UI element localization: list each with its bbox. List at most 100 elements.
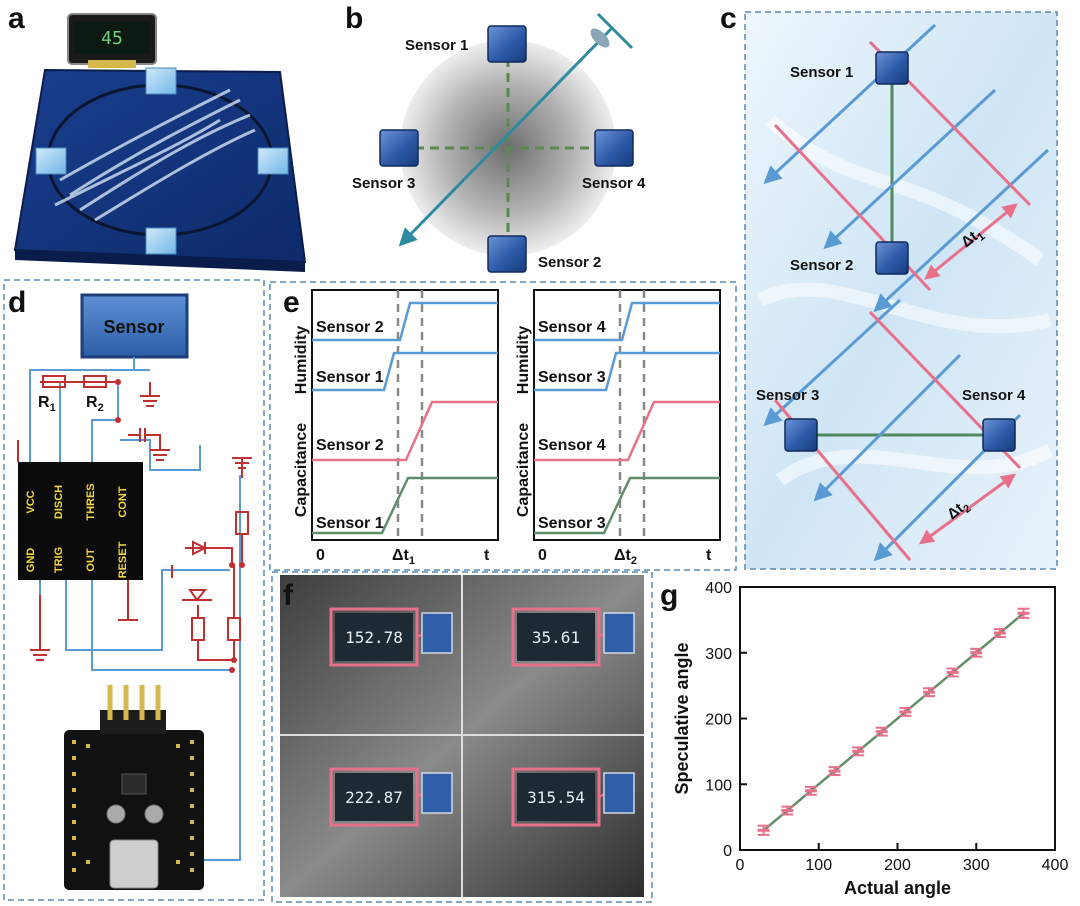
pin-thres: THRES [85, 483, 97, 520]
label-humidity-lower: Sensor 1 [316, 369, 384, 386]
x-axis-title: Actual angle [844, 878, 951, 898]
readout-value: 152.78 [345, 628, 403, 647]
panel-c: c Sensor 1 [720, 2, 1058, 570]
label-humidity-upper: Sensor 4 [538, 319, 606, 336]
label-sensor-2: Sensor 2 [538, 254, 601, 271]
wind-arrow [398, 26, 614, 247]
c-label-sensor-3: Sensor 3 [756, 387, 819, 404]
cube-sensor-1 [487, 25, 527, 63]
mcu-chip [121, 773, 147, 795]
c-label-sensor-2: Sensor 2 [790, 257, 853, 274]
oled-value: 45 [101, 28, 123, 49]
y-tick-label: 400 [705, 580, 732, 597]
readout-value: 315.54 [527, 788, 585, 807]
panel-a: a 45 [8, 2, 307, 272]
junctions [115, 379, 245, 673]
label-sensor-1: Sensor 1 [405, 37, 468, 54]
button-left [106, 804, 126, 824]
usb-c-port [109, 839, 159, 889]
mcu-pcb [64, 730, 204, 890]
trace-humidity-lower [534, 351, 720, 392]
y-tick-label: 100 [705, 777, 732, 794]
oled-board [421, 772, 453, 814]
trace-cap-lower [312, 476, 498, 535]
timer-ic-555 [18, 462, 143, 580]
x-tick-label: 100 [805, 857, 832, 874]
button-right [144, 804, 164, 824]
c-label-sensor-1: Sensor 1 [790, 64, 853, 81]
label-humidity-lower: Sensor 3 [538, 369, 606, 386]
pad-sensor-4 [257, 147, 289, 175]
sensor-block-label: Sensor [103, 317, 164, 337]
mcu-board [64, 685, 204, 890]
ic-pins-bottom: GND TRIG OUT RESET [25, 541, 129, 578]
label-sensor-4: Sensor 4 [582, 175, 646, 192]
panel-d: d Sensor [3, 279, 265, 901]
pcb-edge [15, 250, 305, 272]
resistor-top-right [235, 511, 249, 535]
resistor-mid [191, 617, 205, 641]
cube-sensor-3 [379, 129, 419, 167]
label-cap-upper: Sensor 4 [538, 437, 606, 454]
label-sensor-3: Sensor 3 [352, 175, 415, 192]
wiring-red [17, 375, 252, 661]
pad-sensor-2 [145, 227, 177, 255]
pin-vcc: VCC [25, 490, 37, 513]
panel-b: b Sensor 1 Sensor 2 Sensor 3 Sensor 4 [345, 2, 646, 273]
sensor-cubes-b [379, 25, 634, 273]
trace-humidity-lower [312, 351, 498, 392]
label-cap-upper: Sensor 2 [316, 437, 384, 454]
pin-cont: CONT [117, 486, 129, 517]
mcu-pads [72, 740, 194, 872]
readout-value: 222.87 [345, 788, 403, 807]
x-tick-label: 300 [963, 857, 990, 874]
readout-value: 35.61 [532, 628, 580, 647]
label-r1: R1 [38, 394, 56, 414]
pin-gnd: GND [25, 548, 37, 573]
ylabel-capacitance: Capacitance [293, 423, 310, 517]
dt-label: Δt2 [614, 547, 637, 567]
oled-board [603, 772, 635, 814]
wind-source [596, 12, 634, 50]
x-tick-label: 400 [1042, 857, 1069, 874]
readout-screen [517, 773, 595, 821]
panel-label-c: c [720, 2, 737, 35]
wiring-blue [29, 357, 241, 861]
nozzle [590, 28, 610, 48]
pin-disch: DISCH [53, 485, 65, 519]
sensor-pads [35, 67, 289, 255]
pin-trig: TRIG [53, 547, 65, 573]
oled-board [421, 612, 453, 654]
x-origin: 0 [316, 547, 325, 564]
readout-screen [335, 773, 413, 821]
panel-d-frame [3, 279, 265, 901]
trace-cap-upper [534, 400, 720, 462]
sensor-block [80, 293, 189, 359]
ylabel-humidity: Humidity [515, 326, 532, 395]
pad-sensor-1 [145, 67, 177, 95]
c-cube-sensor-1 [875, 51, 909, 85]
resistor-r2 [83, 375, 107, 388]
resistor-right [227, 617, 241, 641]
dt2-arrow [918, 473, 1017, 545]
readout-screen [335, 613, 413, 661]
y-tick-label: 0 [723, 843, 732, 860]
x-tick-label: 0 [736, 857, 745, 874]
ic-pins-top: VCC DISCH THRES CONT [25, 483, 129, 520]
panel-label-b: b [345, 2, 363, 35]
sensor-cubes-c [784, 51, 1016, 452]
x-time-label: t [484, 547, 490, 564]
y-tick-label: 200 [705, 712, 732, 729]
panel-label-a: a [8, 2, 25, 35]
trace-cap-upper [312, 400, 498, 462]
ylabel-capacitance: Capacitance [515, 423, 532, 517]
angle-readouts: 152.78 35.61 222.87 315.54 [329, 607, 635, 827]
c-label-sensor-4: Sensor 4 [962, 387, 1026, 404]
